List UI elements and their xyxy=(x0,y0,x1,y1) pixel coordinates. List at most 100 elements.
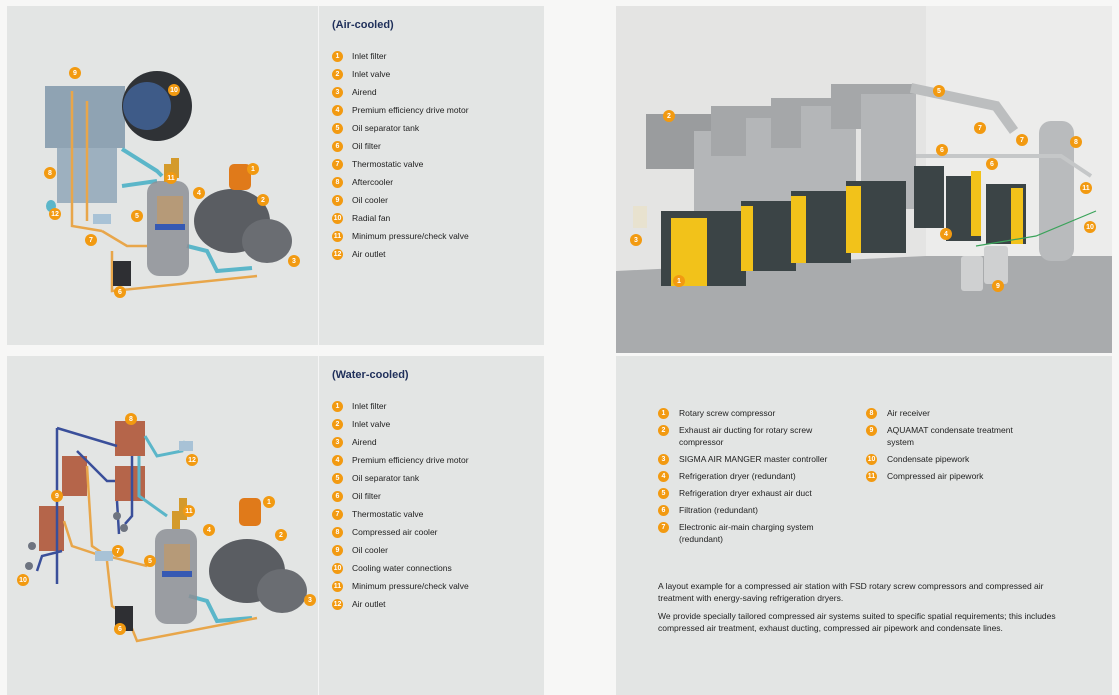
legend-label: Air outlet xyxy=(352,599,386,609)
compressed-air-cooler xyxy=(115,421,145,456)
callout-1: 1 xyxy=(263,496,275,508)
number-badge: 1 xyxy=(332,50,343,62)
callout-4: 4 xyxy=(940,228,952,240)
number-badge: 9 xyxy=(332,544,343,556)
compressed-air-pipework xyxy=(916,154,1093,178)
callout-8: 8 xyxy=(1070,136,1082,148)
air-cooled-illustration xyxy=(45,71,292,293)
number-badge: 2 xyxy=(658,425,669,436)
callout-6: 6 xyxy=(114,623,126,635)
legend-item: 4 Refrigeration dryer (redundant) xyxy=(658,470,828,482)
number-badge: 8 xyxy=(866,408,877,419)
legend-label: Oil separator tank xyxy=(352,123,420,133)
dryer-1 xyxy=(914,166,944,228)
callout-9: 9 xyxy=(51,490,63,502)
legend-label: Premium efficiency drive motor xyxy=(352,105,469,115)
compressed-air-station-illustration: 2 5 7 7 8 6 6 11 3 4 10 1 9 xyxy=(616,6,1112,353)
legend-label: AQUAMAT condensate treatment system xyxy=(887,425,1013,447)
legend-label: Compressed air cooler xyxy=(352,527,438,537)
callout-11: 11 xyxy=(1080,182,1092,194)
legend-label: Inlet filter xyxy=(352,401,387,411)
number-badge: 10 xyxy=(866,454,877,465)
callout-7: 7 xyxy=(112,545,124,557)
callout-11: 11 xyxy=(165,172,177,184)
legend-label: Airend xyxy=(352,87,377,97)
number-badge: 6 xyxy=(658,505,669,516)
air-outlet xyxy=(179,441,193,451)
callout-10: 10 xyxy=(168,84,180,96)
legend-item: 3 Airend xyxy=(332,83,469,101)
callout-7: 7 xyxy=(974,122,986,134)
legend-label: Electronic air-main charging system (red… xyxy=(679,522,814,544)
legend-item: 2 Exhaust air ducting for rotary screw co… xyxy=(658,424,828,448)
legend-label: Exhaust air ducting for rotary screw com… xyxy=(679,425,813,447)
number-badge: 1 xyxy=(332,400,343,412)
water-cooled-diagram: 8 12 1 9 11 4 2 7 5 10 3 6 xyxy=(7,356,319,695)
legend-label: Compressed air pipework xyxy=(887,471,984,481)
legend-label: Minimum pressure/check valve xyxy=(352,581,469,591)
inlet-filter xyxy=(229,164,251,190)
airend xyxy=(257,569,307,613)
legend-label: Oil filter xyxy=(352,491,381,501)
legend-item: 3 Airend xyxy=(332,433,469,451)
legend-label: Premium efficiency drive motor xyxy=(352,455,469,465)
callout-1: 1 xyxy=(673,275,685,287)
number-badge: 9 xyxy=(332,194,343,206)
water-cooled-panel: 8 12 1 9 11 4 2 7 5 10 3 6 (Water-cooled… xyxy=(7,356,544,695)
legend-item: 9 Oil cooler xyxy=(332,541,469,559)
legend-label: Aftercooler xyxy=(352,177,394,187)
callout-6: 6 xyxy=(114,286,126,298)
legend-label: Cooling water connections xyxy=(352,563,452,573)
legend-label: Oil cooler xyxy=(352,545,388,555)
callout-4: 4 xyxy=(193,187,205,199)
air-cooled-title: (Air-cooled) xyxy=(332,19,394,31)
number-badge: 9 xyxy=(866,425,877,436)
number-badge: 5 xyxy=(658,488,669,499)
legend-label: Minimum pressure/check valve xyxy=(352,231,469,241)
air-receiver xyxy=(1039,121,1074,261)
condensate-pipework xyxy=(975,210,1097,247)
callout-5: 5 xyxy=(933,85,945,97)
number-badge: 3 xyxy=(332,436,343,448)
description-paragraph-2: We provide specially tailored compressed… xyxy=(658,611,1056,633)
legend-label: Refrigeration dryer (redundant) xyxy=(679,471,796,481)
callout-10: 10 xyxy=(1084,221,1096,233)
inlet-filter xyxy=(239,498,261,526)
legend-label: Oil filter xyxy=(352,141,381,151)
aquamat-2 xyxy=(984,246,1008,284)
callout-2: 2 xyxy=(275,529,287,541)
callout-7b: 7 xyxy=(1016,134,1028,146)
callout-4: 4 xyxy=(203,524,215,536)
water-cooled-illustration xyxy=(25,421,307,643)
station-description: A layout example for a compressed air st… xyxy=(658,580,1078,640)
number-badge: 11 xyxy=(332,580,343,592)
legend-label: Air outlet xyxy=(352,249,386,259)
number-badge: 12 xyxy=(332,248,343,260)
number-badge: 1 xyxy=(658,408,669,419)
number-badge: 3 xyxy=(332,86,343,98)
callout-3: 3 xyxy=(288,255,300,267)
sigma-air-manager xyxy=(633,206,647,228)
legend-label: Airend xyxy=(352,437,377,447)
legend-item: 1 Inlet filter xyxy=(332,397,469,415)
number-badge: 5 xyxy=(332,472,343,484)
number-badge: 2 xyxy=(332,68,343,80)
number-badge: 4 xyxy=(658,471,669,482)
